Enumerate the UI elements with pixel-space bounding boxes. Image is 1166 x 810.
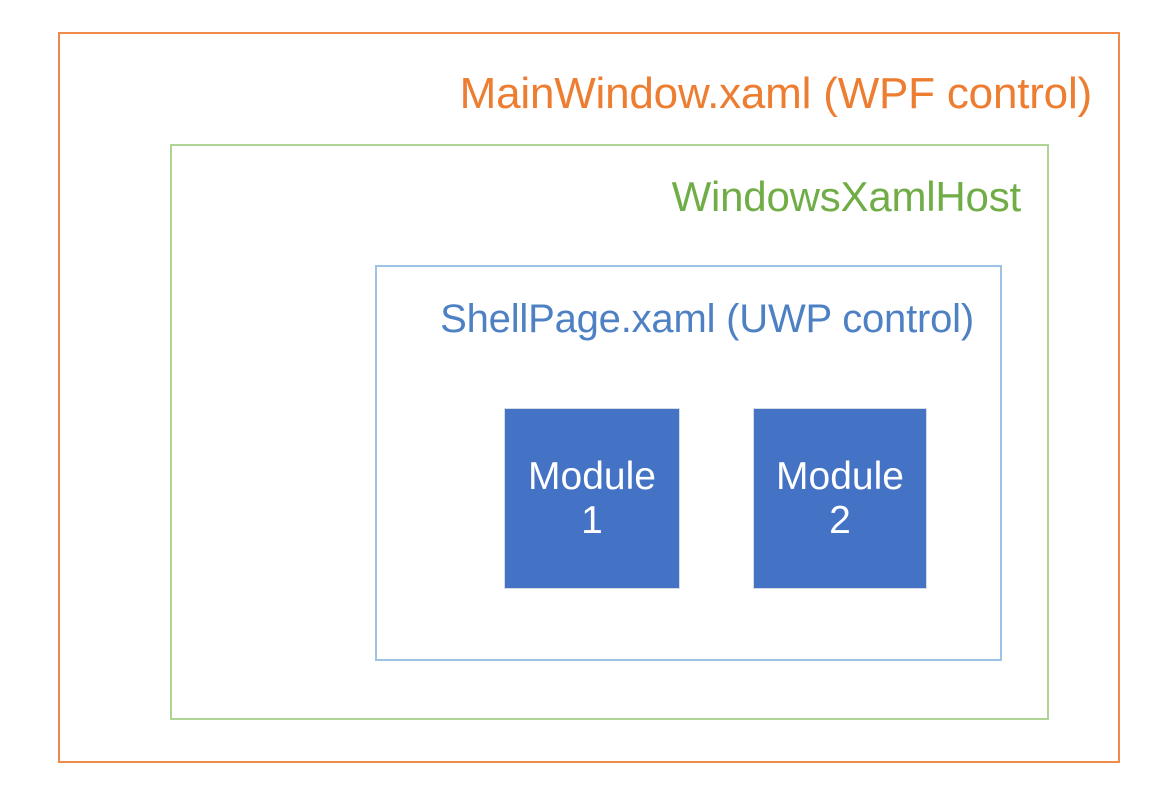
module-1-name: Module [528,454,656,498]
module-1-number: 1 [581,498,603,542]
module-2-number: 2 [829,498,851,542]
layer-mainwindow-wpf: MainWindow.xaml (WPF control) WindowsXam… [58,32,1120,763]
module-box-1: Module 1 [504,408,680,589]
layer-shellpage-label: ShellPage.xaml (UWP control) [440,297,974,341]
module-2-name: Module [776,454,904,498]
layer-windowsxamlhost: WindowsXamlHost ShellPage.xaml (UWP cont… [170,144,1049,720]
layer-mainwindow-label: MainWindow.xaml (WPF control) [459,69,1093,118]
layer-shellpage-uwp: ShellPage.xaml (UWP control) Module 1 Mo… [375,265,1002,661]
layer-windowsxamlhost-label: WindowsXamlHost [671,173,1022,220]
module-group: Module 1 Module 2 [504,408,927,589]
module-box-2: Module 2 [753,408,927,589]
